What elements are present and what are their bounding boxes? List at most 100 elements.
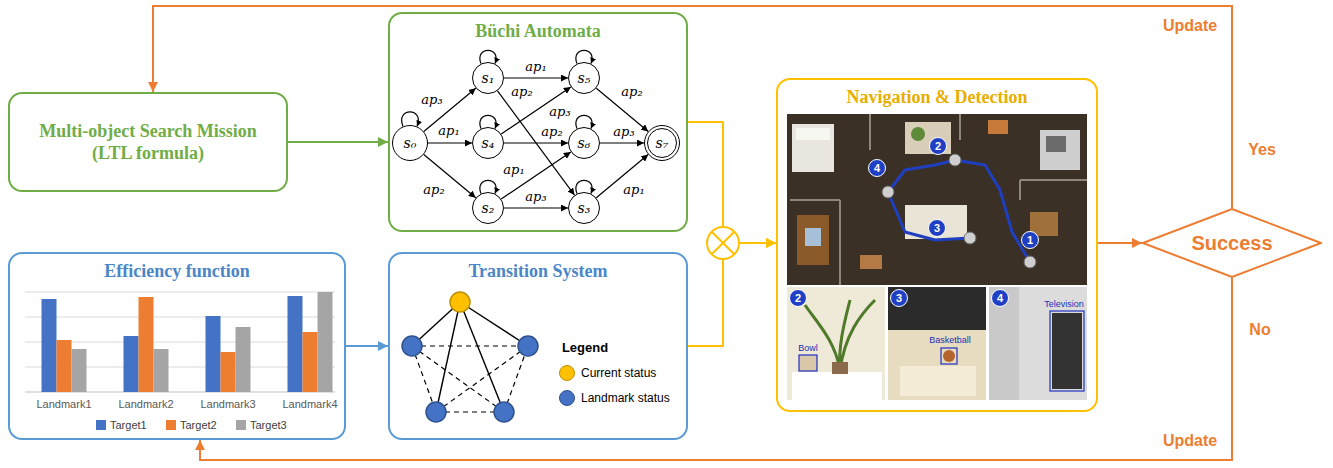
detection-label: Television: [1044, 299, 1084, 309]
state-circle: s₀: [392, 125, 428, 161]
scene-map: [964, 232, 976, 244]
bar-chart: [288, 296, 303, 392]
transition-box: Transition System: [388, 252, 688, 440]
state-label: s₃: [578, 201, 591, 215]
legend-label: Landmark status: [581, 391, 670, 405]
scene-map: [805, 228, 821, 246]
edge-label: ap₃: [548, 105, 571, 119]
loop-label: Update: [1163, 432, 1217, 450]
state-label: s₄: [482, 136, 495, 150]
edge-label: Yes: [1246, 141, 1278, 159]
legend-swatch: [236, 420, 246, 430]
legend-swatch: [559, 365, 575, 381]
transition-graph: [450, 292, 470, 312]
bar-chart: [124, 336, 139, 392]
callout-number: 3: [928, 219, 946, 237]
edge-label: ap₁: [502, 163, 525, 177]
bar-chart: [42, 299, 57, 392]
axis-label: Landmark2: [118, 398, 173, 410]
efficiency-box: Efficiency function: [8, 252, 346, 440]
scene-map: [787, 114, 1087, 285]
scene-map: [860, 255, 882, 269]
edge-label: ap₂: [422, 183, 445, 197]
merge-symbol: [707, 227, 739, 259]
scene-map: [796, 128, 830, 140]
legend-title: Legend: [562, 340, 608, 355]
bar-chart: [303, 332, 318, 392]
connector-arrow: [428, 142, 472, 143]
edge-label: ap₃: [524, 190, 547, 204]
edge-label: ap₃: [420, 93, 443, 107]
state-circle: s₆: [568, 127, 600, 159]
camera-views: [1050, 311, 1084, 391]
edge-label: No: [1247, 321, 1272, 339]
connector-arrow: [1098, 242, 1142, 244]
detection-label: Bowl: [798, 343, 818, 353]
node-title: Navigation & Detection: [847, 86, 1028, 109]
detection-label: Basketball: [929, 335, 971, 345]
bar-chart: [72, 292, 333, 392]
camera-views: [787, 287, 885, 400]
callout-number: 2: [789, 289, 807, 307]
connector-arrow: [288, 141, 388, 143]
loop-label: Update: [1163, 17, 1217, 35]
bar-chart: [25, 292, 335, 293]
bar-chart: [42, 296, 303, 392]
scene-map: [1020, 179, 1087, 181]
bar-chart: [236, 327, 251, 392]
callout-number: 4: [991, 289, 1009, 307]
merge-symbol: [712, 232, 735, 255]
node-title: Multi-object Search Mission: [39, 120, 257, 143]
legend-item: Target1: [96, 419, 147, 431]
legend-label: Target1: [110, 419, 147, 431]
bar-chart: [72, 349, 87, 392]
axis-label: Landmark4: [282, 398, 337, 410]
transition-graph: [518, 336, 538, 356]
diamond-outline: [1143, 209, 1321, 277]
connector-arrow: [688, 243, 776, 346]
camera-views: [989, 287, 1087, 400]
connector-arrow: [498, 91, 575, 195]
bar-chart: [25, 292, 335, 392]
edge-label: ap₁: [437, 124, 460, 138]
scene-map: [949, 154, 961, 166]
camera-views: [832, 362, 848, 374]
camera-views: [888, 287, 986, 330]
transition-graph: [402, 336, 538, 422]
legend-swatch: [96, 420, 106, 430]
scene-map: [790, 114, 1087, 285]
transition-graph: [460, 302, 504, 412]
legend-swatch: [166, 420, 176, 430]
scene-map: [959, 114, 961, 140]
connector-arrow: [200, 278, 1232, 460]
node-title: (LTL formula): [92, 142, 204, 165]
accepting-state: s₇: [644, 125, 680, 161]
scene-map: [1024, 256, 1036, 268]
scene-map: [988, 120, 1008, 134]
legend-item: Target2: [166, 419, 217, 431]
transition-graph: [412, 346, 528, 412]
scene-map: [1019, 180, 1021, 200]
edge-label: ap₂: [620, 85, 643, 99]
state-label: s₁: [482, 71, 495, 85]
edge-label: ap₃: [612, 125, 635, 139]
legend-item: Landmark status: [559, 390, 670, 406]
state-label: s₀: [404, 136, 417, 150]
callout-number: 4: [868, 159, 886, 177]
scene-map: [888, 160, 1030, 262]
camera-views: [943, 350, 955, 362]
scene-map: [1040, 130, 1080, 170]
connector-arrow: [346, 345, 388, 347]
self-loops: [402, 50, 593, 193]
bar-chart: [318, 292, 333, 392]
bar-chart: [57, 297, 318, 392]
transition-graph: [426, 402, 446, 422]
transition-graph: [402, 336, 422, 356]
scene-map: [911, 127, 925, 141]
transition-graph: [412, 345, 528, 346]
navigation-box: Navigation & Detection: [776, 78, 1098, 412]
merge-symbol: [712, 232, 735, 255]
bar-chart: [57, 340, 72, 392]
decision-diamond: Success: [1142, 208, 1322, 278]
